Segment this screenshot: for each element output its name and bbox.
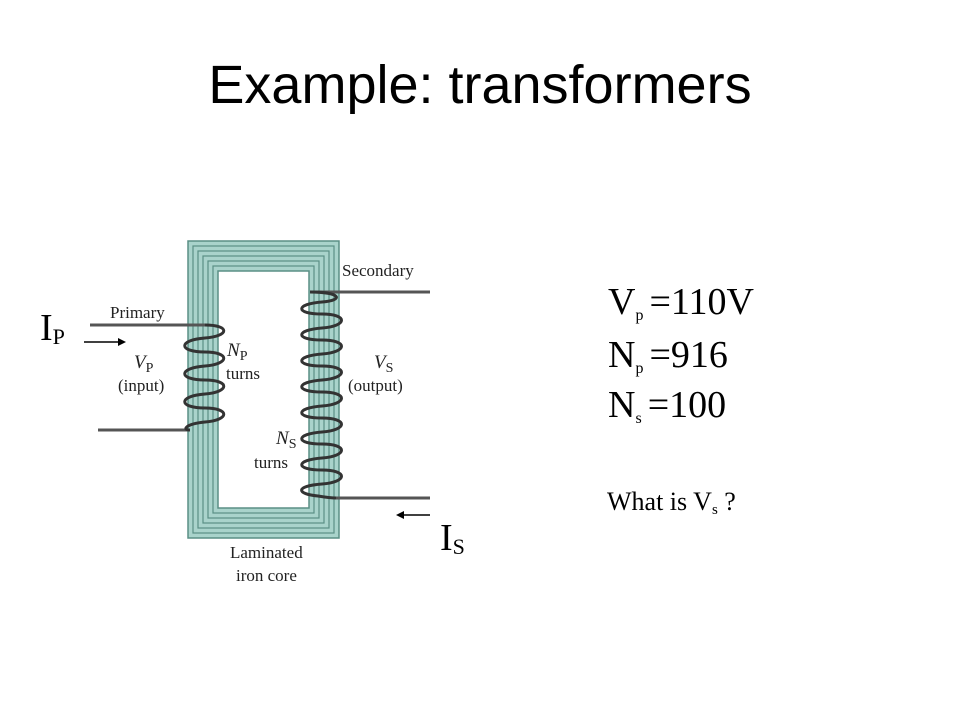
np-turns: turns (226, 364, 260, 383)
core-label-line1: Laminated (230, 543, 303, 562)
is-symbol: IS (440, 517, 465, 559)
secondary-coil (300, 290, 343, 500)
core-window (217, 270, 310, 509)
ns-symbol: NS (275, 428, 296, 452)
equation-np: Np=916 (608, 334, 728, 377)
ip-arrow (84, 338, 126, 346)
vs-symbol: VS (374, 352, 393, 376)
vs-note: (output) (348, 376, 403, 395)
np-symbol: NP (226, 340, 248, 364)
equation-vp: Vp=110V (608, 281, 754, 324)
vp-note: (input) (118, 376, 164, 395)
secondary-label: Secondary (342, 261, 414, 280)
slide-title: Example: transformers (208, 55, 752, 115)
vp-symbol: VP (134, 352, 154, 376)
equation-ns: Ns=100 (608, 384, 727, 427)
ns-turns: turns (254, 453, 288, 472)
primary-coil (183, 323, 226, 432)
is-arrow (396, 511, 430, 519)
core-label-line2: iron core (236, 566, 297, 585)
core-laminations (192, 245, 335, 534)
question-text: What is Vs ? (607, 487, 736, 518)
ip-symbol: IP (40, 307, 65, 349)
primary-label: Primary (110, 303, 165, 322)
